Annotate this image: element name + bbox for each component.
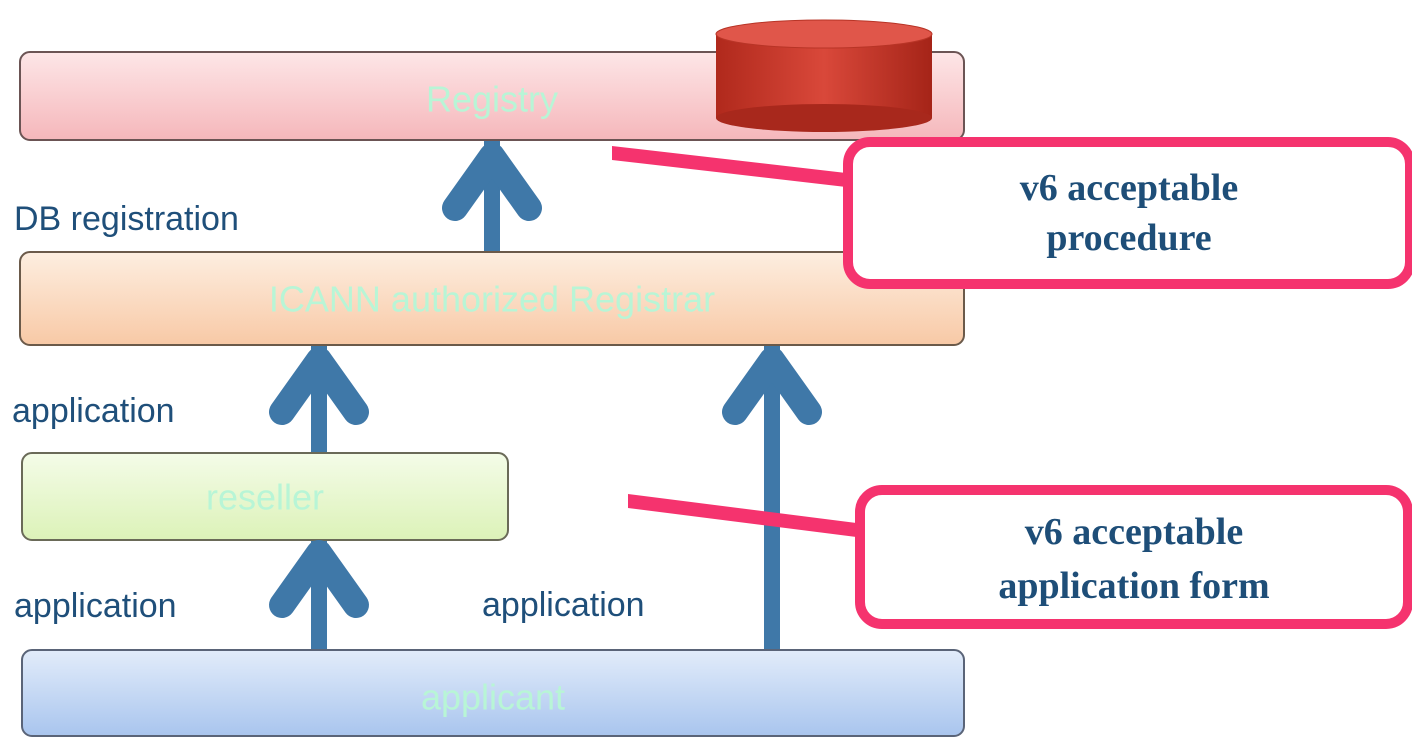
applicant-box: applicant xyxy=(21,649,965,737)
callout-procedure-line2: procedure xyxy=(1046,217,1211,259)
callout-procedure: v6 acceptable procedure xyxy=(612,137,1412,289)
application-label-registrar: application xyxy=(12,392,175,430)
registry-label: Registry xyxy=(426,79,558,120)
callout-form-line2: application form xyxy=(998,565,1269,607)
callout-form: v6 acceptable application form xyxy=(628,485,1412,629)
arrow-applicant-to-reseller xyxy=(269,540,369,618)
reseller-label: reseller xyxy=(206,477,324,518)
application-label-reseller: application xyxy=(14,587,177,625)
callout-procedure-line1: v6 acceptable xyxy=(1020,167,1238,209)
callout-form-line1: v6 acceptable xyxy=(1025,511,1243,553)
reseller-box: reseller xyxy=(21,452,509,541)
db-registration-label: DB registration xyxy=(14,200,239,238)
arrow-reseller-to-registrar xyxy=(269,347,369,425)
application-label-direct: application xyxy=(482,586,645,624)
arrow-to-registry xyxy=(442,143,542,221)
registrar-label: ICANN authorized Registrar xyxy=(269,279,715,320)
registrar-box: ICANN authorized Registrar xyxy=(19,251,965,346)
database-icon xyxy=(715,19,933,132)
arrow-shafts xyxy=(311,140,780,650)
arrow-applicant-to-registrar xyxy=(722,347,822,425)
applicant-label: applicant xyxy=(421,677,565,718)
arrow-heads xyxy=(269,143,822,618)
